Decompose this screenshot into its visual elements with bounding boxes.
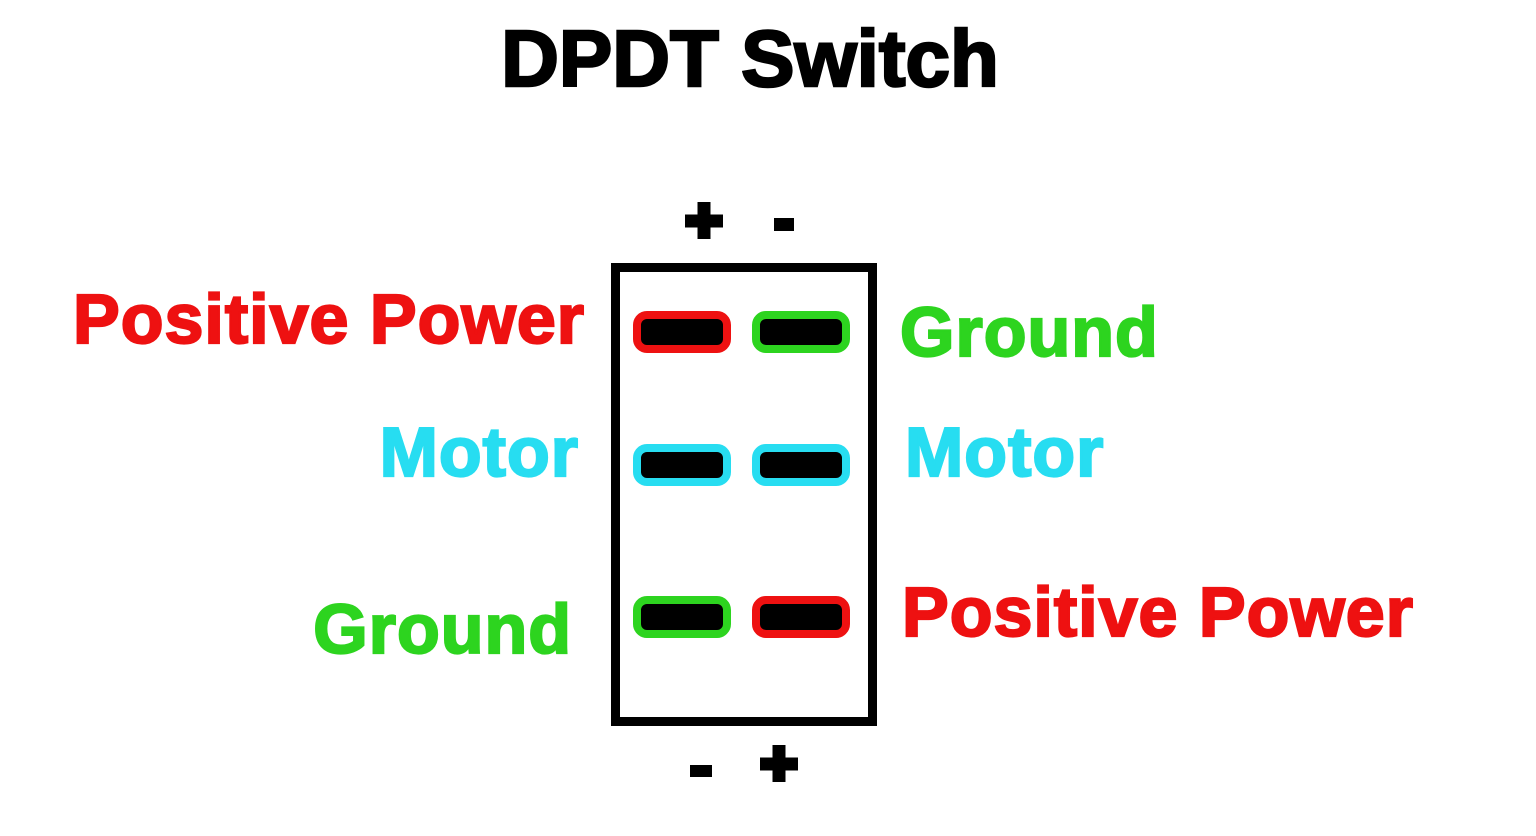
label-positive-power-left: Positive Power bbox=[72, 280, 585, 358]
terminal-pad-bottom-left bbox=[633, 596, 731, 638]
terminal-pad-middle-left bbox=[633, 444, 731, 486]
label-motor-left: Motor bbox=[379, 413, 580, 491]
minus-icon-bottom bbox=[690, 765, 712, 777]
terminal-pad-top-left bbox=[633, 311, 731, 353]
minus-icon-top bbox=[774, 218, 794, 231]
terminal-pad-middle-right bbox=[752, 444, 850, 486]
label-ground-left: Ground bbox=[312, 590, 572, 668]
terminal-pad-bottom-right bbox=[752, 596, 850, 638]
plus-icon-bottom bbox=[760, 745, 798, 782]
terminal-pad-top-right bbox=[752, 311, 850, 353]
label-motor-right: Motor bbox=[904, 413, 1105, 491]
page-title: DPDT Switch bbox=[500, 14, 1000, 103]
label-positive-power-right: Positive Power bbox=[901, 573, 1414, 651]
label-ground-right: Ground bbox=[899, 293, 1159, 371]
plus-icon-top bbox=[685, 202, 723, 239]
